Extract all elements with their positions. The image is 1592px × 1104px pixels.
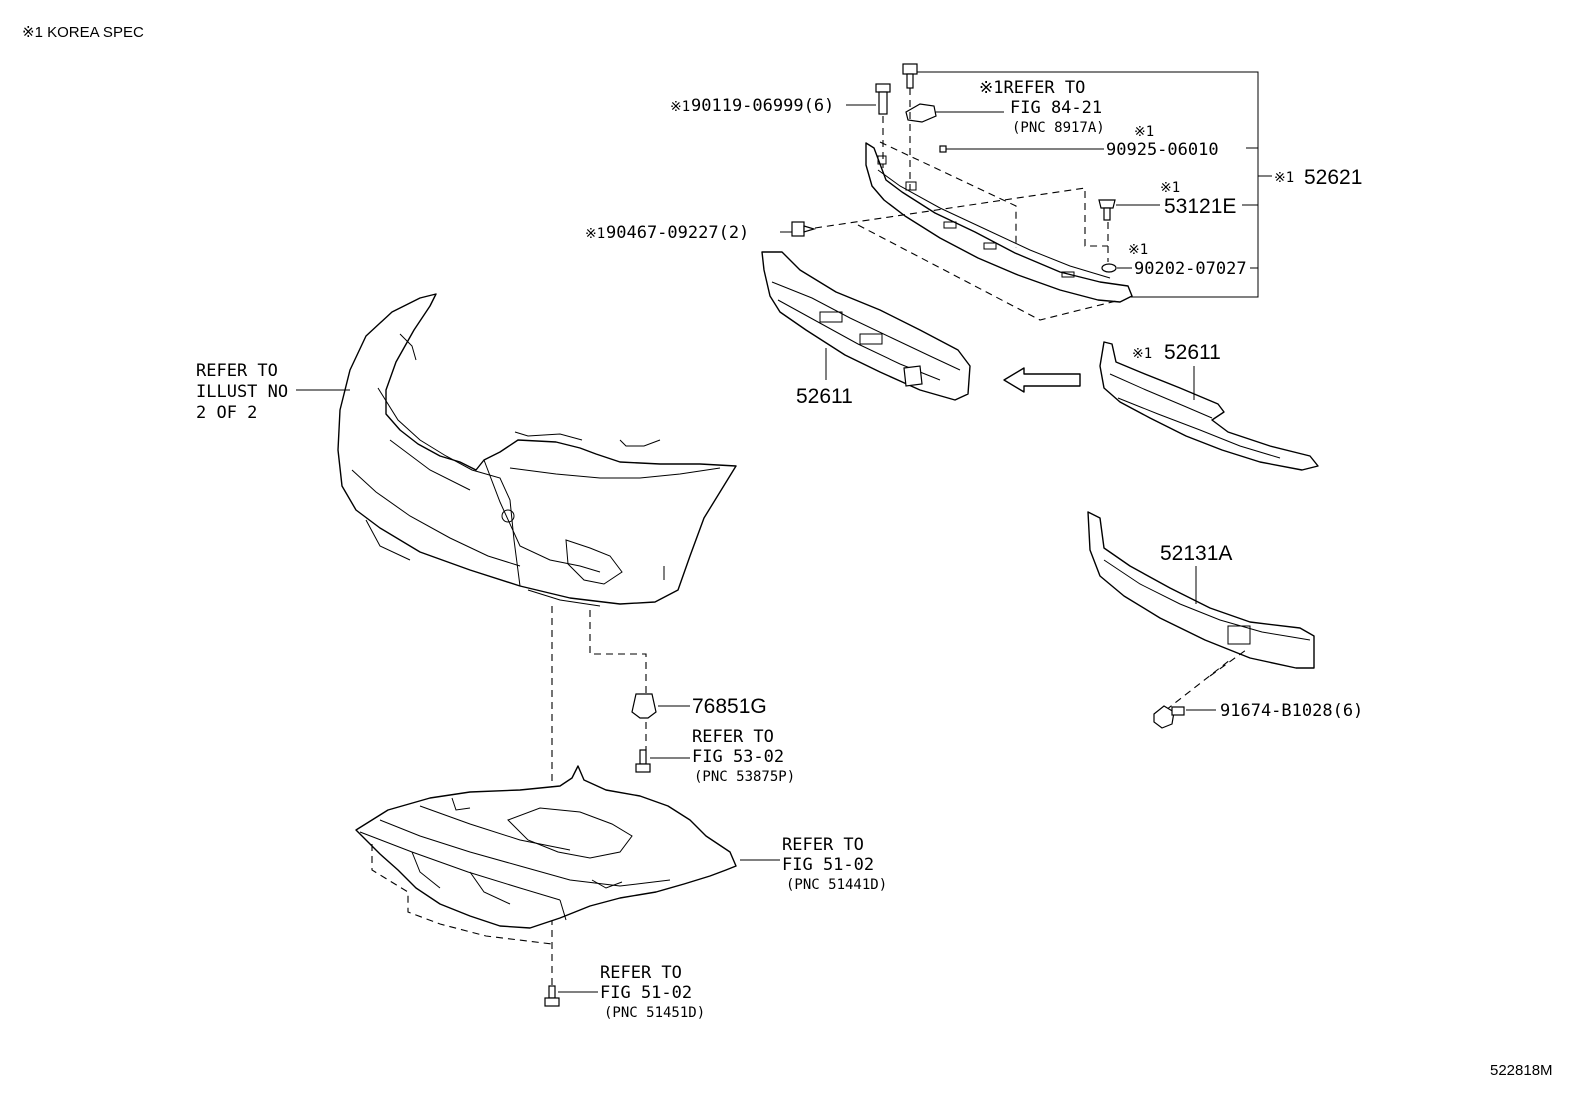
under-cover-group: REFER TO FIG 51-02 (PNC 51441D) REFER TO… <box>355 765 887 1021</box>
callout-mark: ※1 <box>1274 170 1294 186</box>
pin-90925-icon <box>939 145 947 153</box>
reinforcement-52131a-group: 52131A 91674-B1028(6) <box>1087 511 1363 729</box>
nut-90202-icon <box>1101 263 1117 273</box>
callout-illust-no: ILLUST NO <box>196 382 288 402</box>
callout-90202-07027: 90202-07027 <box>1134 259 1247 279</box>
callout-mark: ※1 <box>670 99 690 115</box>
bumper-cover-group: REFER TO ILLUST NO 2 OF 2 76851G REFER T… <box>196 293 795 986</box>
callout-refer-fig-53-02: REFER TO <box>692 727 774 747</box>
clip-90467-icon <box>791 221 817 237</box>
callout-53121e: 53121E <box>1164 195 1236 218</box>
front-bumper-cover <box>337 293 737 605</box>
callout-52611: 52611 <box>796 385 853 408</box>
callout-pnc-51451d: (PNC 51451D) <box>604 1005 705 1021</box>
callout-pnc-53875p: (PNC 53875P) <box>694 769 795 785</box>
callout-90119-06999: 90119-06999(6) <box>691 96 834 116</box>
drawing-number: 522818M <box>1490 1062 1553 1079</box>
callout-mark: ※1 <box>1128 242 1148 258</box>
callout-fig-84-21: FIG 84-21 <box>1010 98 1102 118</box>
callout-mark: ※1 <box>585 226 605 242</box>
korea-spec-note: ※1 KOREA SPEC <box>22 24 144 41</box>
clip-top-icon <box>902 63 918 89</box>
bumper-reinforcement-52131a <box>1087 511 1315 669</box>
callout-pnc-8917a: (PNC 8917A) <box>1012 120 1105 136</box>
screw-53875p-icon <box>635 749 651 773</box>
callout-76851g: 76851G <box>692 695 767 718</box>
clip-53121e-icon <box>1098 199 1116 221</box>
replacement-arrow-icon <box>1003 367 1081 393</box>
callout-90467-09227: 90467-09227(2) <box>606 223 749 243</box>
bolt-90119-icon <box>875 83 891 115</box>
callout-52611-korea: 52611 <box>1164 341 1221 364</box>
callout-52621: 52621 <box>1304 166 1362 189</box>
callout-refer-fig-51-02-b: REFER TO <box>600 963 682 983</box>
screw-51451d-icon <box>544 985 560 1007</box>
callout-mark: ※1 <box>1134 124 1154 140</box>
callout-90925-06010: 90925-06010 <box>1106 140 1219 160</box>
callout-fig-53-02: FIG 53-02 <box>692 747 784 767</box>
callout-52131a: 52131A <box>1160 542 1232 565</box>
callout-2-of-2: 2 OF 2 <box>196 403 257 423</box>
callout-fig-51-02-b: FIG 51-02 <box>600 983 692 1003</box>
callout-mark: ※1 <box>1160 180 1180 196</box>
callout-91674-b1028: 91674-B1028(6) <box>1220 701 1363 721</box>
callout-refer-illust: REFER TO <box>196 361 278 381</box>
callout-refer-fig-84-21: ※1REFER TO <box>979 78 1085 98</box>
absorber-52611-group: 52611 ※1 52611 <box>761 251 1319 471</box>
callout-mark: ※1 <box>1132 346 1152 362</box>
bolt-91674-icon <box>1153 705 1185 729</box>
callout-pnc-51441d: (PNC 51441D) <box>786 877 887 893</box>
callout-refer-fig-51-02-a: REFER TO <box>782 835 864 855</box>
bracket-group-52621: ※1 90119-06999(6) ※1REFER TO FIG 84-21 (… <box>585 63 1362 321</box>
front-bumper-bracket <box>865 142 1133 303</box>
callout-fig-51-02-a: FIG 51-02 <box>782 855 874 875</box>
bracket-refer-part-icon <box>905 103 937 123</box>
retainer-76851g-icon <box>631 693 657 719</box>
energy-absorber-52611-korea <box>1099 341 1319 471</box>
